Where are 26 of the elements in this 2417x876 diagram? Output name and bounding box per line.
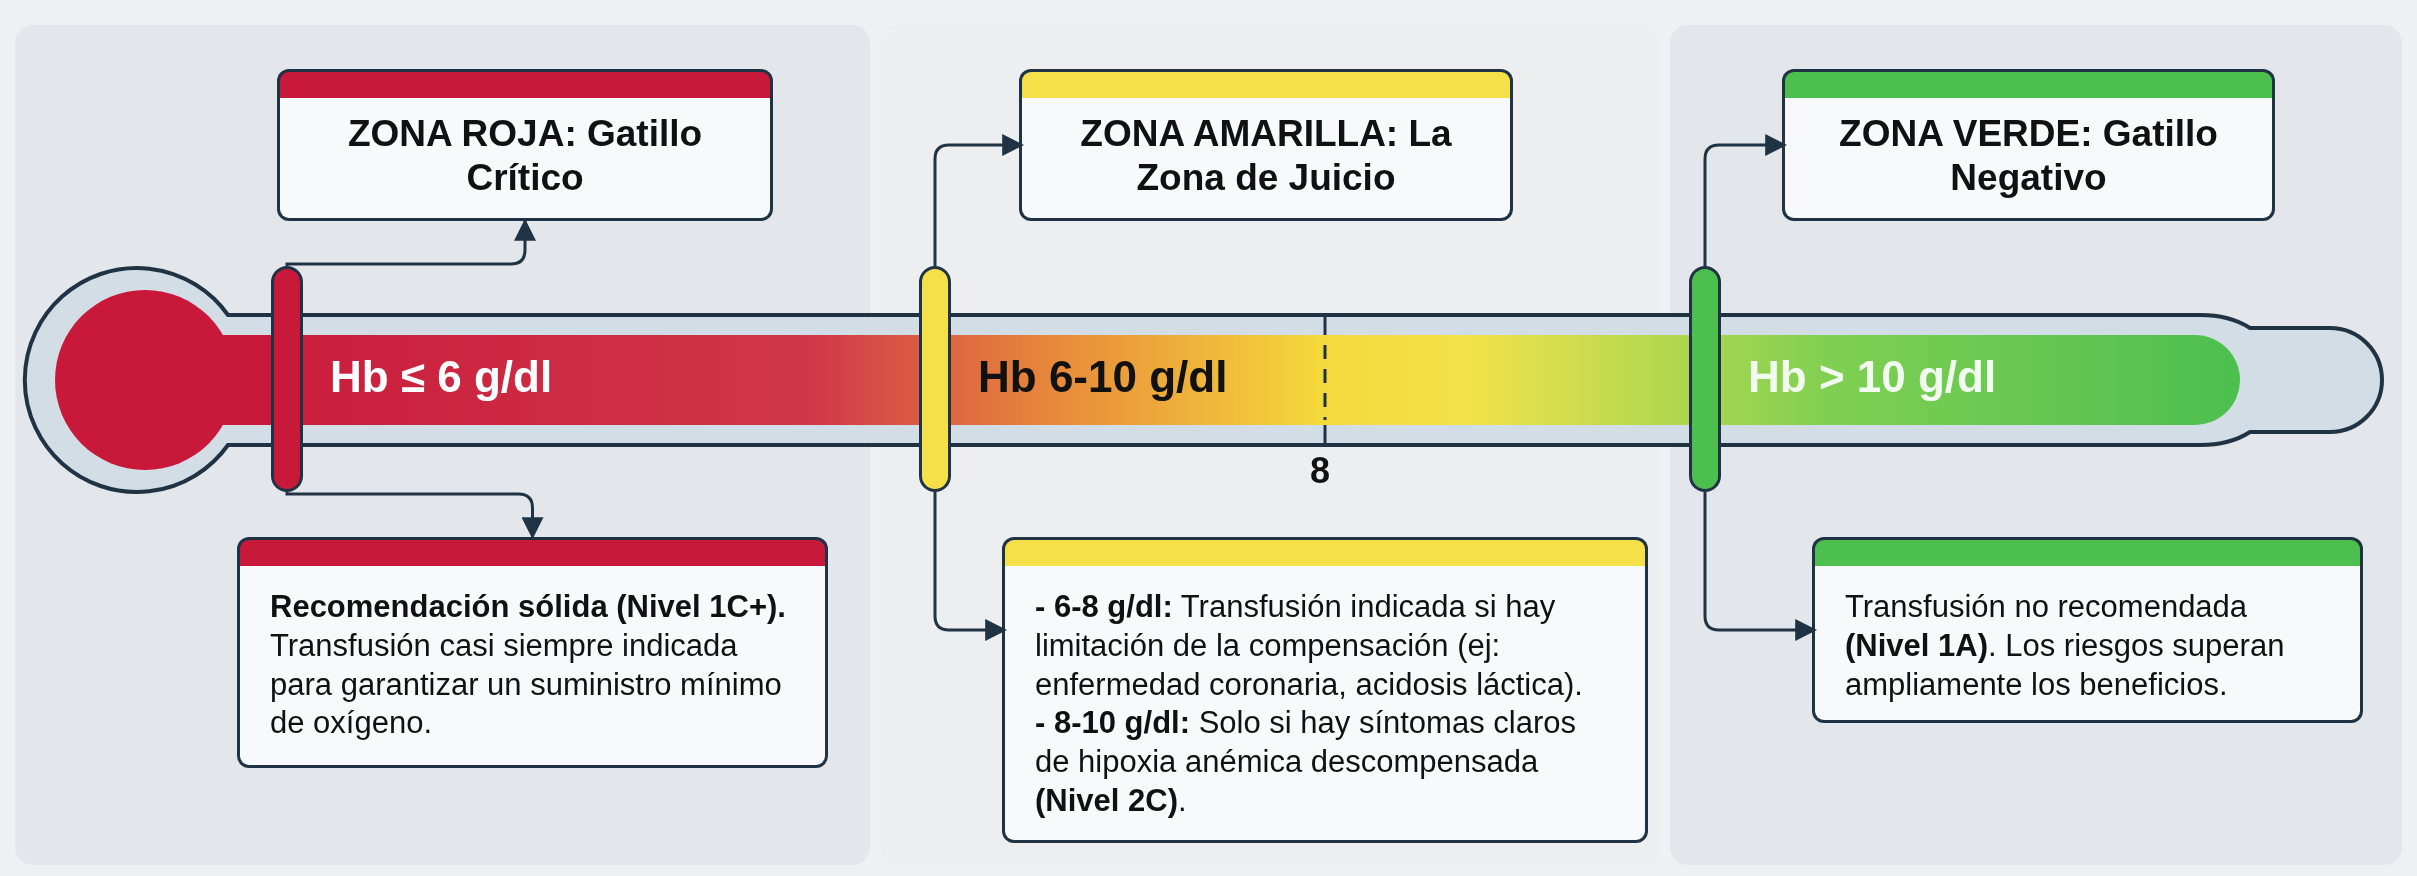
arrow: [1703, 134, 1788, 266]
recommendation-card: [1815, 540, 2360, 720]
recommendation-text: - 8-10 g/dl: Solo si hay síntomas claros de hipoxia anémica descompensada (Nivel 2C).: [1034, 704, 1577, 820]
zone-title: ZONA VERDE: Gatillo Negativo: [1838, 112, 2219, 201]
slider-marker: [1689, 266, 1721, 492]
arrow: [933, 134, 1025, 266]
recommendation-card: [1005, 540, 1645, 840]
zone-title: ZONA AMARILLA: La Zona de Juicio: [1079, 112, 1453, 201]
tube-label: Hb > 10 g/dl: [1748, 352, 1997, 402]
slider-marker: [271, 266, 303, 492]
recommendation-text: - 6-8 g/dl: Transfusión indicada si hay limitación de la compensación (ej: enfermedad coronaria, acidosis láctica).: [1034, 588, 1584, 704]
recommendation-card: [240, 540, 825, 765]
recommendation-text: Recomendación sólida (Nivel 1C+). Transfusión casi siempre indicada para garantizar un suministro mínimo de oxígeno.: [269, 588, 787, 743]
scale-tick-label: 8: [1310, 450, 1331, 492]
zone-title-card: [1022, 72, 1510, 218]
zone-title-card: [280, 72, 770, 218]
zone-title-card: [1785, 72, 2272, 218]
arrow: [285, 491, 544, 540]
tube-label: Hb 6-10 g/dl: [978, 352, 1228, 402]
arrow: [933, 492, 1008, 641]
zone-title: ZONA ROJA: Gatillo Crítico: [346, 112, 704, 201]
tube-label: Hb ≤ 6 g/dl: [330, 352, 553, 402]
arrow: [1703, 492, 1818, 641]
slider-marker: [919, 266, 951, 492]
recommendation-text: Transfusión no recomendada (Nivel 1A). Los riesgos superan ampliamente los beneficios.: [1844, 588, 2286, 704]
arrow: [285, 218, 536, 267]
